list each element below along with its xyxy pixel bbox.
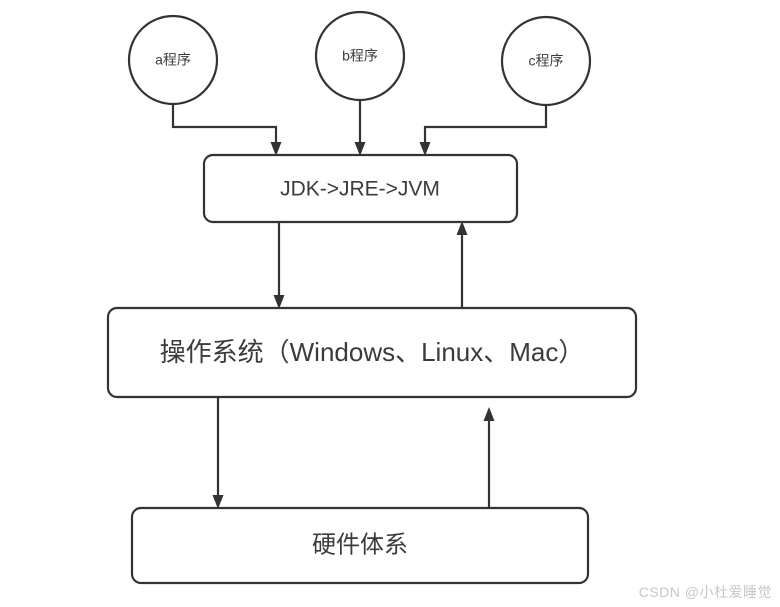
edge-os-to-hardware-arrowhead <box>212 495 224 509</box>
edge-a-to-jdk <box>171 104 282 156</box>
edge-os-to-jdk-arrowhead <box>456 221 468 235</box>
node-jdk-box[interactable]: JDK->JRE->JVM <box>202 153 519 224</box>
edge-c-to-jdk-arrowhead <box>419 142 431 156</box>
node-program-b[interactable]: b程序 <box>314 10 406 102</box>
jdk-box-label: JDK->JRE->JVM <box>280 178 440 201</box>
program-c-circle[interactable] <box>500 15 592 107</box>
edge-hardware-to-os-arrowhead <box>483 407 495 421</box>
node-program-c[interactable]: c程序 <box>500 15 592 107</box>
program-a-label: a程序 <box>155 52 191 68</box>
program-a-circle[interactable] <box>127 14 219 106</box>
program-b-label: b程序 <box>342 48 378 64</box>
edge-jdk-to-os <box>273 222 285 309</box>
hardware-box-rect[interactable] <box>130 506 590 585</box>
program-b-circle[interactable] <box>314 10 406 102</box>
edge-jdk-to-os-arrowhead <box>273 295 285 309</box>
node-program-a[interactable]: a程序 <box>127 14 219 106</box>
node-os-box[interactable]: 操作系统（Windows、Linux、Mac） <box>106 306 638 399</box>
os-box-label: 操作系统（Windows、Linux、Mac） <box>160 337 585 367</box>
edge-c-to-jdk <box>419 105 548 156</box>
jdk-box-rect[interactable] <box>202 153 519 224</box>
node-hardware-box[interactable]: 硬件体系 <box>130 506 590 585</box>
edge-c-to-jdk-line <box>423 105 548 146</box>
program-c-label: c程序 <box>529 53 564 69</box>
edge-hardware-to-os <box>483 407 495 508</box>
edge-b-to-jdk <box>354 100 366 156</box>
edge-a-to-jdk-arrowhead <box>270 142 282 156</box>
os-box-rect[interactable] <box>106 306 638 399</box>
hardware-box-label: 硬件体系 <box>312 531 408 558</box>
edge-a-to-jdk-line <box>171 104 278 146</box>
csdn-watermark: CSDN @小杜爱睡觉 <box>638 584 772 600</box>
edge-os-to-jdk <box>456 221 468 308</box>
edge-b-to-jdk-arrowhead <box>354 142 366 156</box>
edge-os-to-hardware <box>212 397 224 509</box>
